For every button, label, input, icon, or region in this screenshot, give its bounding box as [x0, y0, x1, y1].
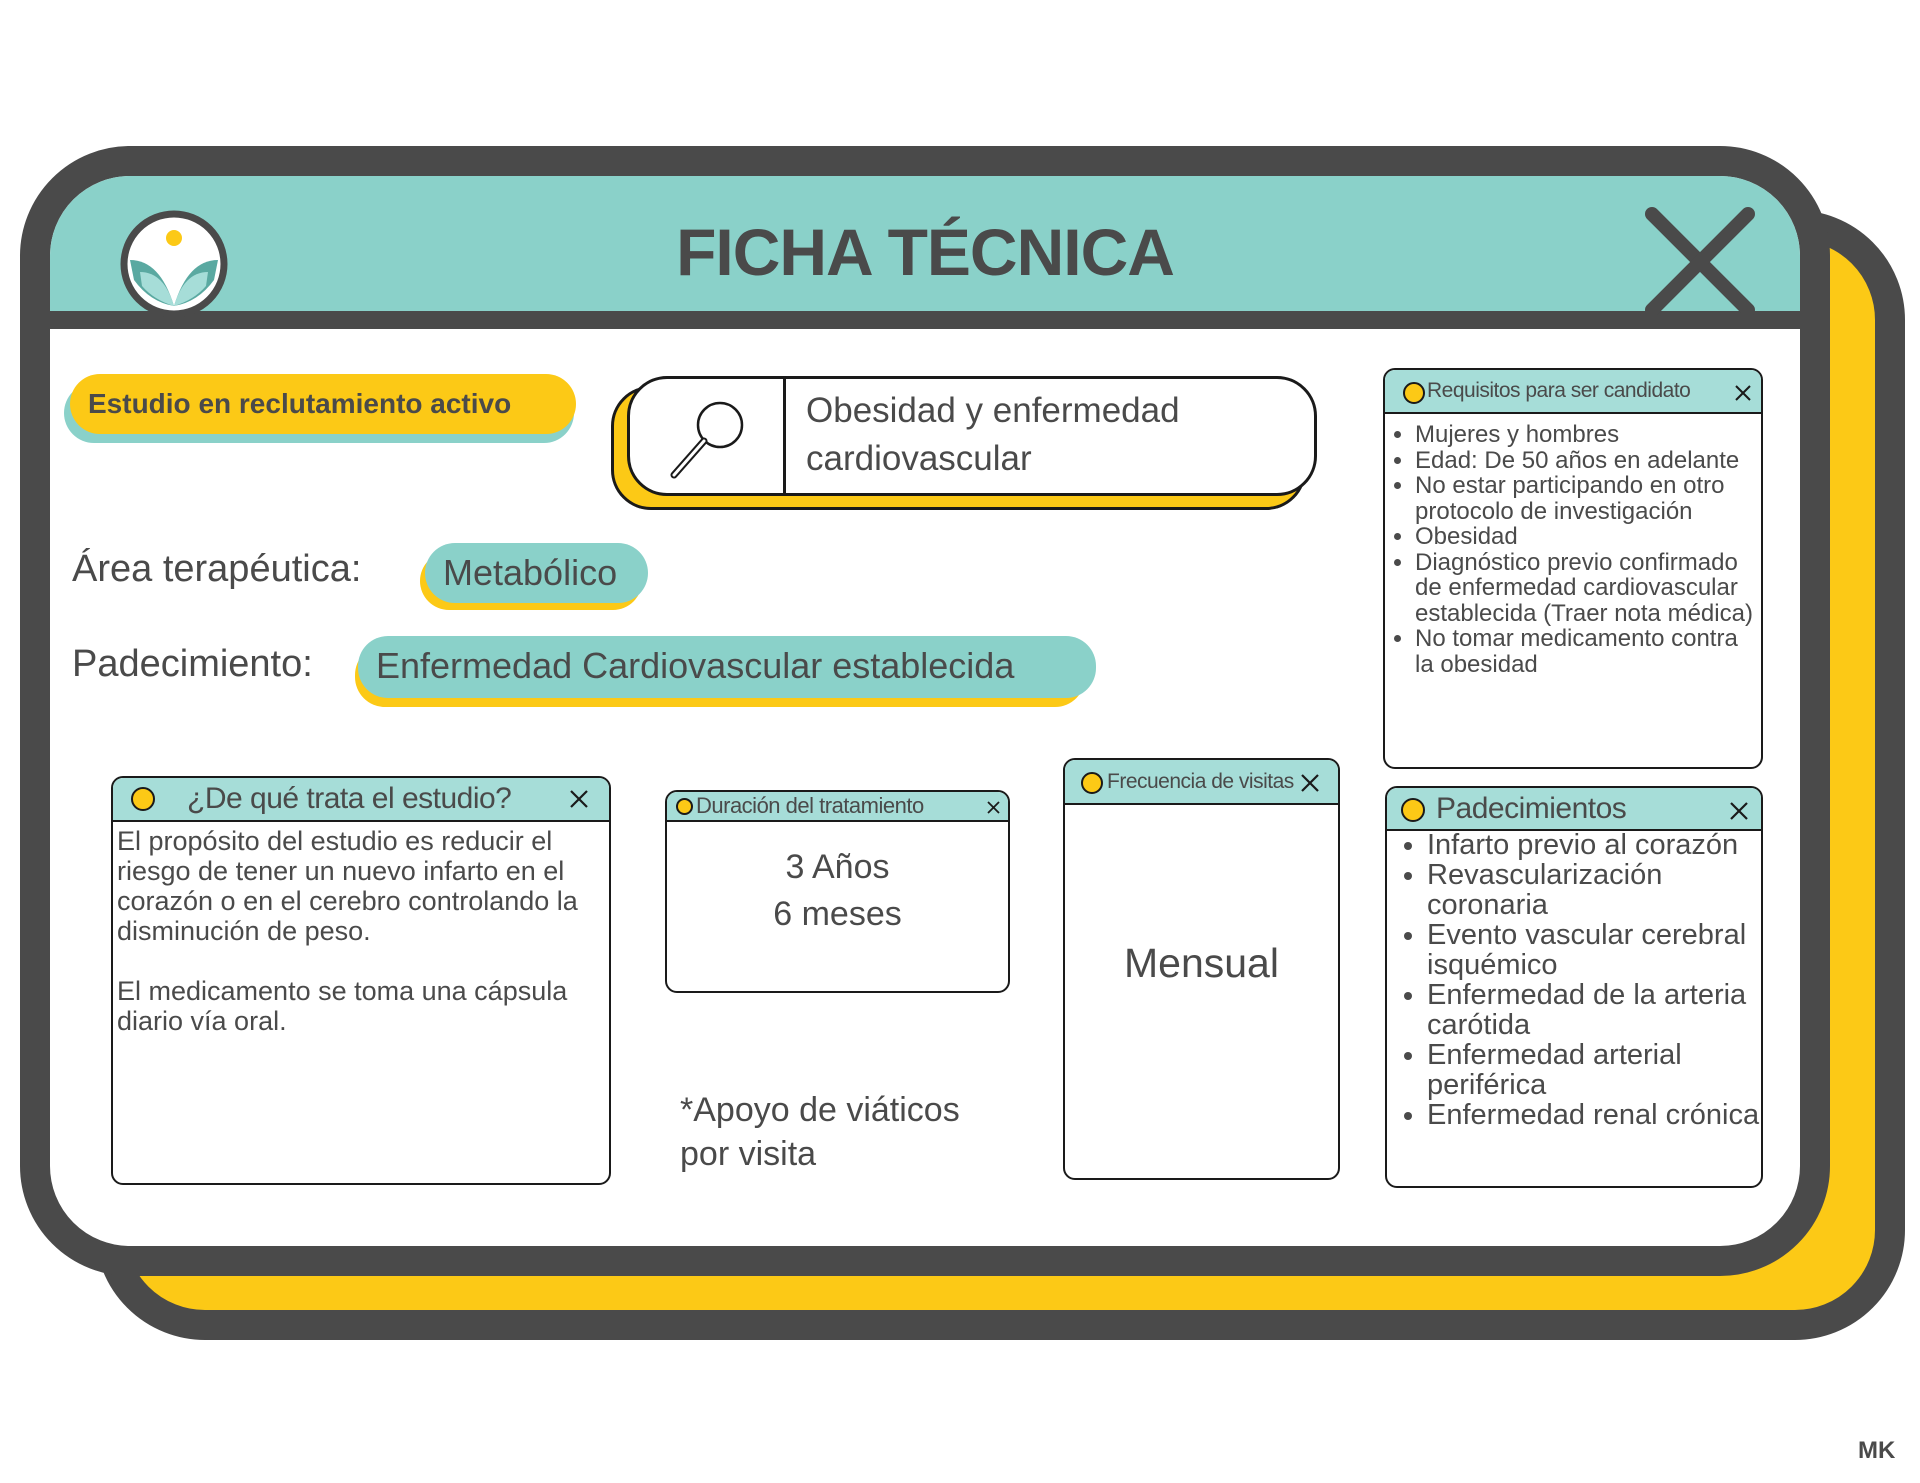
leaf-logo-icon — [120, 210, 228, 318]
frequency-card: Frecuencia de visitas Mensual — [1063, 758, 1340, 1180]
close-icon[interactable] — [987, 801, 1000, 814]
list-item: Obesidad — [1415, 524, 1761, 550]
padecimiento-label: Padecimiento: — [72, 643, 313, 685]
area-tag: Metabólico — [425, 543, 648, 603]
viaticos-line2: por visita — [680, 1135, 817, 1173]
conditions-card: Padecimientos Infarto previo al corazón … — [1385, 786, 1763, 1188]
conditions-card-title: Padecimientos — [1436, 792, 1627, 825]
about-card: ¿De qué trata el estudio? El propósito d… — [111, 776, 611, 1185]
requirements-list: Mujeres y hombres Edad: De 50 años en ad… — [1387, 422, 1761, 677]
duration-card: Duración del tratamiento 3 Años 6 meses — [665, 790, 1010, 993]
dot-icon — [1403, 382, 1425, 404]
list-item: Enfermedad renal crónica — [1427, 1100, 1761, 1130]
list-item: Diagnóstico previo confirmado de enferme… — [1415, 549, 1761, 627]
about-card-title: ¿De qué trata el estudio? — [187, 782, 512, 815]
watermark: MK — [1858, 1437, 1896, 1464]
list-item: Enfermedad arterial periférica — [1427, 1040, 1761, 1100]
close-icon[interactable] — [1640, 202, 1760, 322]
list-item: Mujeres y hombres — [1415, 422, 1761, 448]
close-icon[interactable] — [1729, 801, 1749, 821]
magnifier-icon[interactable] — [666, 397, 750, 481]
about-paragraph-1: El propósito del estudio es reducir el r… — [117, 826, 578, 946]
padecimiento-tag: Enfermedad Cardiovascular establecida — [358, 636, 1096, 698]
list-item: Evento vascular cerebral isquémico — [1427, 920, 1761, 980]
viaticos-note: *Apoyo de viáticos por visita — [680, 1088, 1040, 1176]
duration-card-title: Duración del tratamiento — [696, 793, 924, 818]
requirements-card-header: Requisitos para ser candidato — [1385, 370, 1761, 414]
status-badge: Estudio en reclutamiento activo — [70, 374, 576, 434]
about-paragraph-2: El medicamento se toma una cápsula diari… — [117, 976, 568, 1036]
dot-icon — [1081, 772, 1103, 794]
duration-card-body: 3 Años 6 meses — [667, 844, 1008, 938]
list-item: Revascularización coronaria — [1427, 860, 1761, 920]
close-icon[interactable] — [1735, 385, 1751, 401]
page-title: FICHA TÉCNICA — [676, 215, 1175, 289]
frequency-card-header: Frecuencia de visitas — [1065, 760, 1338, 805]
dot-icon — [1401, 798, 1425, 822]
search-input[interactable]: Obesidad y enfermedad cardiovascular — [627, 376, 1317, 496]
list-item: Enfermedad de la arteria carótida — [1427, 980, 1761, 1040]
dot-icon — [131, 787, 155, 811]
requirements-card: Requisitos para ser candidato Mujeres y … — [1383, 368, 1763, 769]
list-item: Edad: De 50 años en adelante — [1415, 447, 1761, 474]
search-value-line1: Obesidad y enfermedad — [806, 391, 1180, 430]
dot-icon — [676, 798, 693, 815]
title-bar: FICHA TÉCNICA — [50, 176, 1800, 329]
duration-card-header: Duración del tratamiento — [667, 792, 1008, 822]
search-value: Obesidad y enfermedad cardiovascular — [806, 387, 1306, 483]
search-divider — [783, 379, 786, 493]
requirements-card-title: Requisitos para ser candidato — [1427, 379, 1691, 402]
close-icon[interactable] — [1301, 774, 1319, 792]
search-value-line2: cardiovascular — [806, 439, 1032, 478]
conditions-card-header: Padecimientos — [1387, 788, 1761, 831]
duration-months: 6 meses — [773, 895, 902, 933]
list-item: No tomar medicamento contra la obesidad — [1415, 626, 1761, 677]
duration-years: 3 Años — [785, 848, 890, 886]
about-card-body: El propósito del estudio es reducir el r… — [117, 826, 607, 1066]
about-card-header: ¿De qué trata el estudio? — [113, 778, 609, 822]
list-item: Infarto previo al corazón — [1427, 830, 1761, 860]
frequency-card-title: Frecuencia de visitas — [1107, 770, 1294, 793]
close-icon[interactable] — [569, 789, 589, 809]
area-label: Área terapéutica: — [72, 548, 362, 590]
viaticos-line1: *Apoyo de viáticos — [680, 1091, 960, 1129]
list-item: No estar participando en otro protocolo … — [1415, 473, 1761, 524]
conditions-list: Infarto previo al corazón Revascularizac… — [1391, 830, 1761, 1130]
frequency-value: Mensual — [1124, 940, 1279, 986]
